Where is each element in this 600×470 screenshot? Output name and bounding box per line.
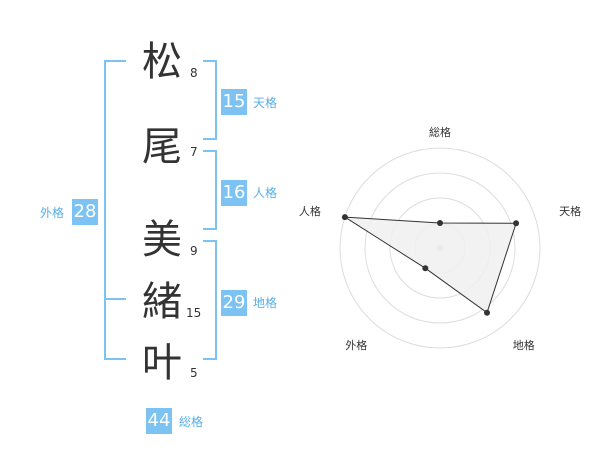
radar-ring-4 [339,147,541,349]
soukaku-badge: 44 [146,408,172,434]
jinkaku-badge: 16 [221,180,247,206]
radar-ring-3 [364,172,516,324]
gaikaku-badge: 28 [72,199,98,225]
radar-point-1 [437,220,443,226]
radar-axis-label-4: 外格 [345,338,367,352]
stroke-count-5: 5 [190,366,198,380]
tenkaku-badge: 15 [221,89,247,115]
radar-area [344,216,517,314]
radar-points [341,214,520,316]
name-char-3: 美 [142,217,182,263]
name-char-1: 松 [142,39,182,85]
tenkaku-label: 天格 [253,96,278,110]
chikaku-badge: 29 [221,290,247,316]
jinkaku-bracket [203,150,217,230]
radar-point-4 [422,265,429,272]
name-char-4: 緒 [142,279,182,325]
chikaku-label: 地格 [253,296,278,310]
gaikaku-bracket-tick [104,298,126,300]
jinkaku-label: 人格 [253,186,278,200]
stroke-count-3: 9 [190,244,198,258]
radar-axis-label-5: 人格 [299,204,321,218]
radar-axis-label-3: 地格 [513,338,535,352]
radar-point-2 [513,220,520,227]
soukaku-label: 総格 [179,415,204,429]
stroke-count-4: 15 [186,306,202,320]
radar-point-5 [341,214,348,221]
stroke-count-1: 8 [190,66,198,80]
tenkaku-bracket [203,60,217,140]
radar-axis-label-2: 天格 [559,204,581,218]
radar-axis-label-1: 総格 [429,125,451,139]
stroke-count-2: 7 [190,145,198,159]
gaikaku-bracket [104,60,126,360]
radar-point-3 [484,309,491,316]
gaikaku-label: 外格 [40,206,65,220]
name-char-2: 尾 [142,124,182,170]
chikaku-bracket [203,240,217,360]
name-char-5: 叶 [142,340,182,386]
